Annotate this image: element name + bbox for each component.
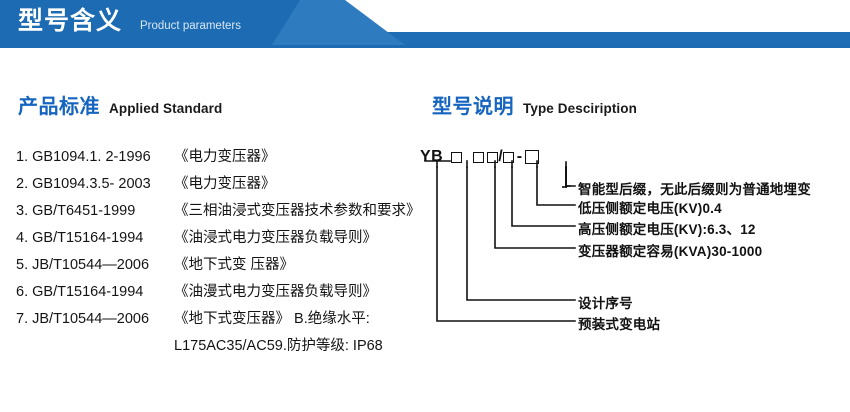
standard-code: 1. GB1094.1. 2-1996	[16, 149, 174, 165]
standard-name: 《三相油浸式变压器技术参数和要求》	[174, 203, 421, 219]
model-box-3	[487, 151, 499, 163]
section-heading-type-description: 型号说明 Type Desciription	[432, 90, 637, 119]
standard-row: 2. GB1094.3.5- 2003 《电力变压器》	[16, 172, 436, 199]
standard-code-text: GB/T6451-1999	[32, 203, 136, 219]
section-heading-right-en: Type Desciription	[523, 101, 637, 116]
section-heading-left-en: Applied Standard	[109, 101, 223, 116]
model-box-4	[502, 151, 514, 163]
leader-smart-suffix	[565, 166, 576, 187]
leader-rated-capacity	[494, 166, 576, 249]
standard-index: 1.	[16, 149, 29, 165]
standard-code-text: JB/T10544—2006	[32, 257, 150, 273]
model-dash: -	[516, 148, 523, 165]
callout-design-serial: 设计序号	[578, 296, 633, 311]
standard-name: 《地下式变压器》 B.绝缘水平:	[174, 311, 370, 327]
standard-name: 《电力变压器》	[174, 176, 276, 192]
banner-dark-shape	[0, 0, 300, 45]
model-box-2	[473, 151, 485, 163]
banner-underline	[0, 45, 850, 48]
standard-code-text: GB/T15164-1994	[32, 284, 144, 300]
callout-lv-voltage: 低压侧额定电压(KV)0.4	[578, 201, 722, 216]
standard-index: 2.	[16, 176, 29, 192]
applied-standards-list: 1. GB1094.1. 2-1996 《电力变压器》 2. GB1094.3.…	[16, 145, 436, 361]
standard-code: 3. GB/T6451-1999	[16, 203, 174, 219]
standard-index: 4.	[16, 230, 29, 246]
standard-code: 2. GB1094.3.5- 2003	[16, 176, 174, 192]
standard-row: 1. GB1094.1. 2-1996 《电力变压器》	[16, 145, 436, 172]
page-header-banner: 型号含义 Product parameters	[0, 0, 850, 45]
standard-code: 5. JB/T10544—2006	[16, 257, 174, 273]
standard-row: 7. JB/T10544—2006 《地下式变压器》 B.绝缘水平:	[16, 307, 436, 334]
standard-row: 6. GB/T15164-1994 《油漫式电力变压器负载导则》	[16, 280, 436, 307]
standard-code-text: GB/T15164-1994	[32, 230, 144, 246]
callout-rated-capacity: 变压器额定容易(KVA)30-1000	[578, 244, 763, 259]
standard-name: 《电力变压器》	[174, 149, 276, 165]
standard-name: 《油漫式电力变压器负载导则》	[174, 284, 377, 300]
standard-code: 7. JB/T10544—2006	[16, 311, 174, 327]
leader-lv-voltage	[536, 166, 576, 206]
model-code-diagram: YB / -	[420, 140, 850, 340]
section-heading-applied-standard: 产品标准 Applied Standard	[18, 90, 222, 119]
standard-code: 6. GB/T15164-1994	[16, 284, 174, 300]
model-box-1	[451, 151, 463, 163]
callout-smart-suffix: 智能型后缀，无此后缀则为普通地埋变	[578, 182, 811, 197]
callout-substation: 预装式变电站	[578, 317, 661, 332]
section-heading-left-cn: 产品标准	[18, 96, 100, 118]
section-heading-right-cn: 型号说明	[432, 96, 514, 118]
standard-continuation-line: L175AC35/AC59.防护等级: IP68	[174, 338, 383, 354]
standard-row: 4. GB/T15164-1994 《油浸式电力变压器负载导则》	[16, 226, 436, 253]
model-box-5	[525, 150, 540, 164]
standard-code-text: GB1094.1. 2-1996	[32, 149, 151, 165]
leader-substation	[436, 166, 576, 322]
leader-lines	[424, 160, 576, 322]
standard-row: 3. GB/T6451-1999 《三相油浸式变压器技术参数和要求》	[16, 199, 436, 226]
leader-hv-voltage	[511, 166, 576, 227]
standard-index: 3.	[16, 203, 29, 219]
standard-name: 《地下式变 压器》	[174, 257, 295, 273]
standard-name: 《油浸式电力变压器负载导则》	[174, 230, 377, 246]
standard-index: 7.	[16, 311, 29, 327]
standard-index: 5.	[16, 257, 29, 273]
leader-design-serial	[466, 166, 576, 301]
standard-index: 6.	[16, 284, 29, 300]
banner-subtitle: Product parameters	[140, 20, 241, 32]
standard-code-text: JB/T10544—2006	[32, 311, 150, 327]
banner-title: 型号含义	[18, 7, 123, 35]
standard-row: 5. JB/T10544—2006 《地下式变 压器》	[16, 253, 436, 280]
callout-hv-voltage: 高压侧额定电压(KV):6.3、12	[578, 222, 756, 237]
standard-code: 4. GB/T15164-1994	[16, 230, 174, 246]
model-slash: /	[498, 148, 503, 165]
standard-code-text: GB1094.3.5- 2003	[32, 176, 151, 192]
